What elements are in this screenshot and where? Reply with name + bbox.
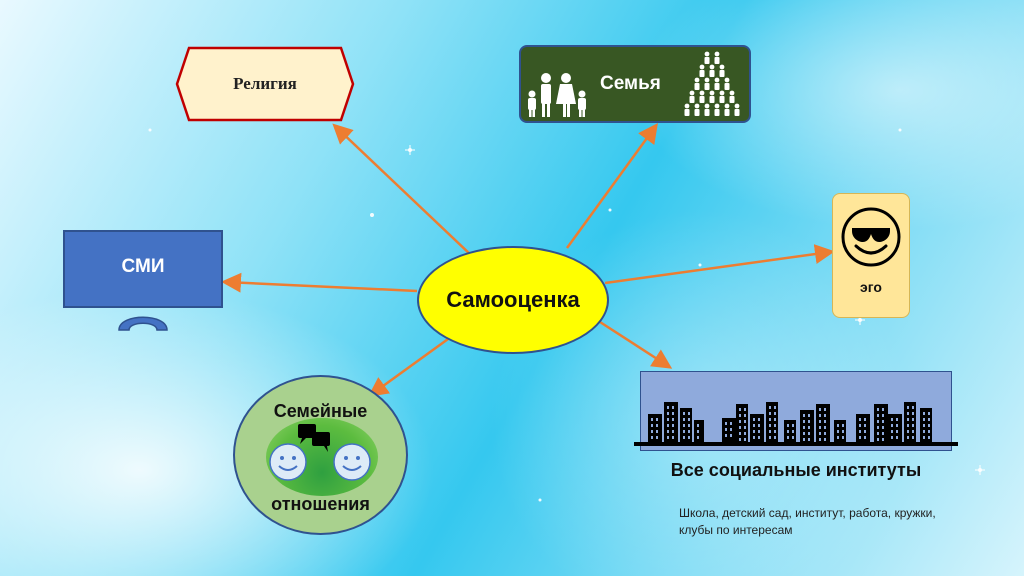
crowd-pyramid-icon: [684, 51, 740, 116]
smi-label: СМИ: [121, 256, 165, 277]
arrow-to-family: [565, 122, 658, 249]
institutions-subtitle: Школа, детский сад, институт, работа, кр…: [679, 506, 936, 537]
relations-circle: [233, 375, 408, 535]
ego-label: эго: [860, 279, 882, 295]
arrow-to-relations: [367, 332, 456, 397]
family-people-icon: [528, 73, 586, 117]
religion-hexagon: [175, 46, 355, 122]
relations-label-top: Семейные: [273, 401, 368, 421]
arrow-to-ego: [604, 244, 835, 285]
family-label: Семья: [600, 73, 661, 94]
center-label: Самооценка: [446, 287, 580, 312]
arrow-to-institutions: [599, 320, 673, 369]
sunglasses-smiley-icon: [841, 207, 901, 267]
tv-stand-icon: [118, 316, 168, 331]
city-skyline-icon: [634, 402, 958, 446]
smi-monitor: [63, 230, 223, 308]
family-box: [519, 45, 751, 123]
arrow-to-religion: [332, 123, 473, 257]
center-ellipse: Самооценка: [417, 246, 609, 354]
smiley-faces-chat-icon: [269, 424, 371, 481]
relations-label-bottom: отношения: [271, 494, 370, 514]
institutions-title: Все социальные институты: [670, 460, 922, 480]
religion-label: Религия: [233, 74, 297, 93]
arrow-to-smi: [221, 272, 418, 293]
